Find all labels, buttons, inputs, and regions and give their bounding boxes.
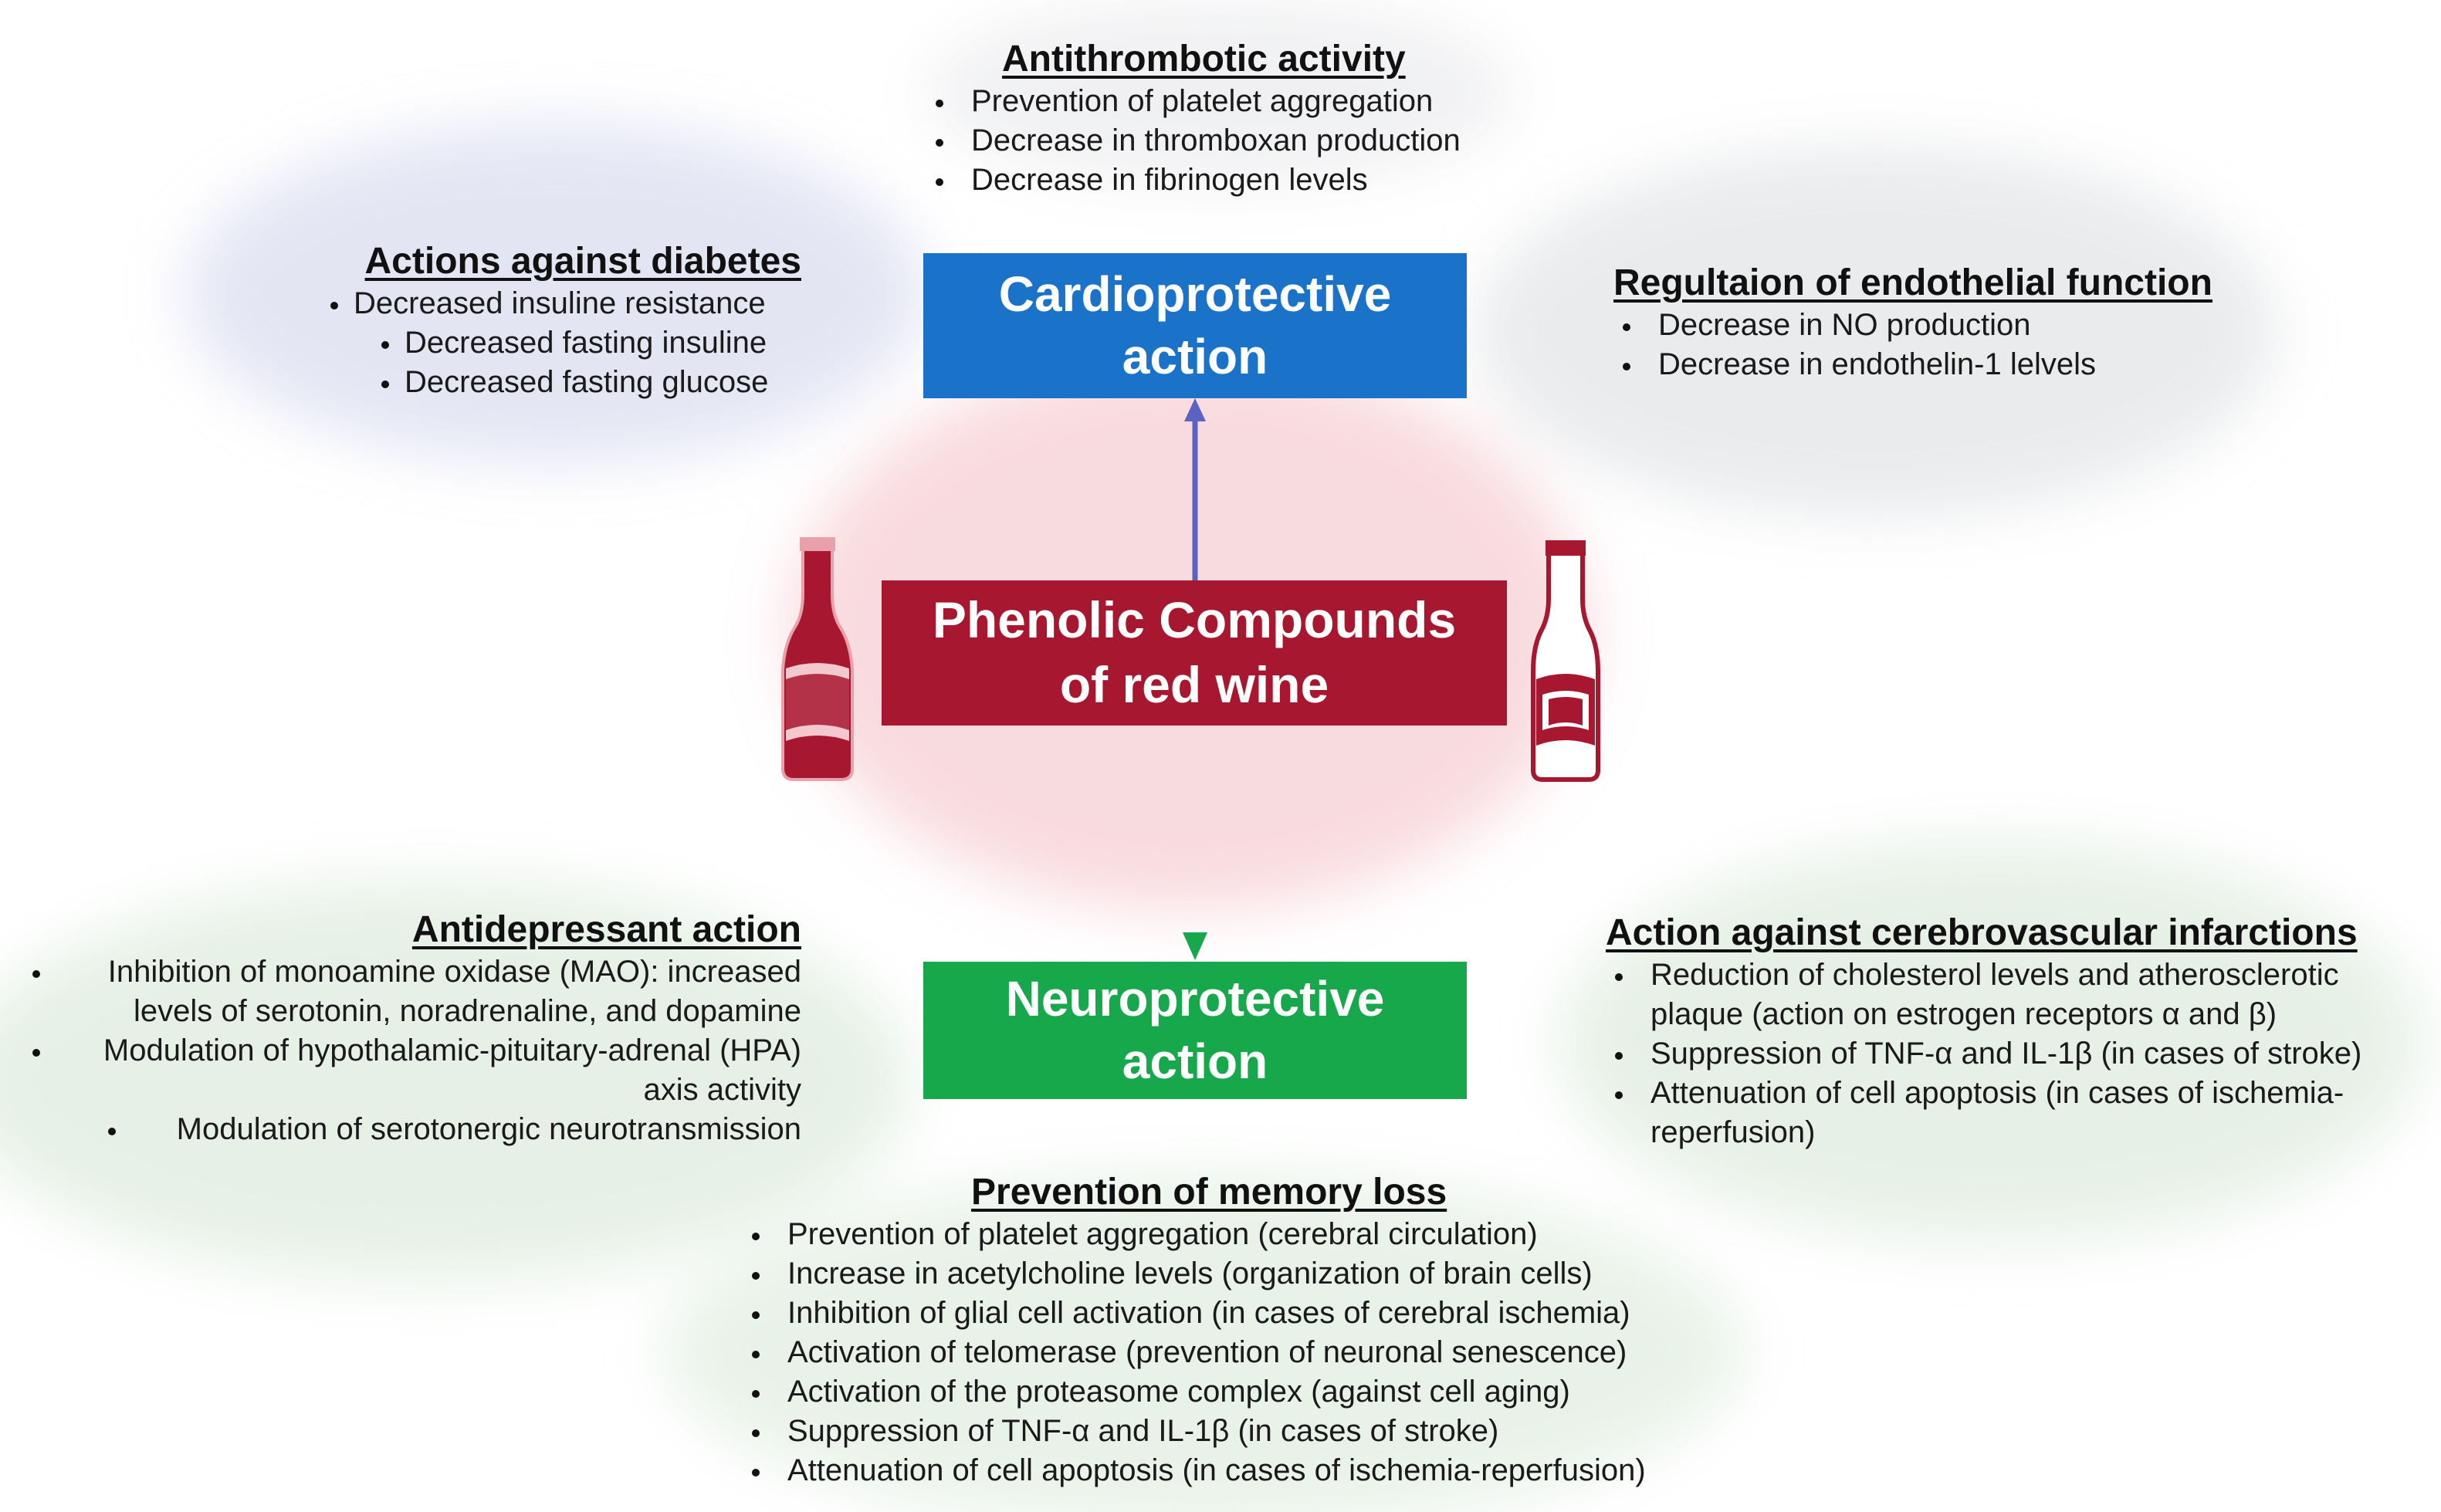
neuro-line1: Neuroprotective [1005, 970, 1385, 1027]
arrowhead-up [1184, 398, 1206, 421]
list-item: Decrease in fibrinogen levels [926, 161, 1513, 200]
list-item: Decreased fasting glucose [309, 363, 801, 402]
neuro-line2: action [1122, 1033, 1268, 1089]
list-item: Decreased fasting insuline [309, 323, 801, 363]
list-item: Activation of telomerase (prevention of … [743, 1333, 1746, 1372]
section-title: Action against cerebrovascular infarctio… [1606, 912, 2358, 953]
section-title: Antithrombotic activity [1002, 39, 1406, 79]
list-item-text: Decreased fasting glucose [405, 365, 769, 399]
list-item: Prevention of platelet aggregation [926, 82, 1513, 121]
cardio-line2: action [1122, 329, 1268, 384]
neuroprotective-box: Neuroprotective action [923, 962, 1467, 1099]
list-item: Reduction of cholesterol levels and athe… [1606, 956, 2378, 1034]
list-item: Decrease in endothelin-1 lelvels [1613, 345, 2308, 384]
list-item: Inhibition of monoamine oxidase (MAO): i… [22, 952, 801, 1031]
wine-bottle-left-icon [781, 537, 854, 781]
list-item: Inhibition of glial cell activation (in … [743, 1294, 1746, 1333]
section-title: Prevention of memory loss [971, 1172, 1447, 1213]
antithrombotic-section: Antithrombotic activity Prevention of pl… [926, 37, 1513, 200]
antidepressant-section: Antidepressant action Inhibition of mono… [22, 908, 801, 1149]
list-item: Activation of the proteasome complex (ag… [743, 1372, 1746, 1412]
list-item: Prevention of platelet aggregation (cere… [743, 1215, 1746, 1254]
diabetes-section: Actions against diabetes Decreased insul… [309, 239, 801, 402]
cerebrovascular-section: Action against cerebrovascular infarctio… [1606, 911, 2416, 1152]
arrowhead-down [1183, 932, 1207, 960]
list-item: Attenuation of cell apoptosis (in cases … [1606, 1074, 2378, 1152]
section-title: Regultaion of endothelial function [1613, 262, 2212, 303]
cardio-line1: Cardioprotective [998, 266, 1392, 322]
list-item: Decreased insuline resistance [309, 284, 801, 323]
section-title: Actions against diabetes [364, 241, 801, 282]
section-title: Antidepressant action [411, 909, 801, 950]
list-item: Decrease in NO production [1613, 306, 2308, 345]
list-item: Suppression of TNF-α and IL-1β (in cases… [1606, 1034, 2378, 1074]
phenolic-compounds-box: Phenolic Compounds of red wine [882, 580, 1507, 726]
list-item: Suppression of TNF-α and IL-1β (in cases… [743, 1412, 1746, 1451]
list-item: Attenuation of cell apoptosis (in cases … [743, 1451, 1746, 1490]
list-item-text: Modulation of hypothalamic-pituitary-adr… [103, 1033, 801, 1107]
list-item-text: Decreased fasting insuline [405, 326, 767, 360]
list-item: Increase in acetylcholine levels (organi… [743, 1254, 1746, 1294]
list-item: Modulation of hypothalamic-pituitary-adr… [22, 1031, 801, 1110]
list-item: Decrease in thromboxan production [926, 121, 1513, 161]
list-item-text: Inhibition of monoamine oxidase (MAO): i… [107, 955, 801, 1028]
center-line1: Phenolic Compounds [932, 591, 1457, 649]
list-item-text: Modulation of serotonergic neurotransmis… [176, 1112, 801, 1146]
memory-loss-section: Prevention of memory loss Prevention of … [743, 1170, 1746, 1490]
cardioprotective-box: Cardioprotective action [923, 253, 1467, 398]
wine-bottle-right-icon [1531, 540, 1600, 782]
center-line2: of red wine [1059, 656, 1329, 713]
endothelial-section: Regultaion of endothelial function Decre… [1613, 261, 2308, 384]
list-item-text: Decreased insuline resistance [354, 286, 766, 320]
list-item: Modulation of serotonergic neurotransmis… [22, 1110, 801, 1149]
